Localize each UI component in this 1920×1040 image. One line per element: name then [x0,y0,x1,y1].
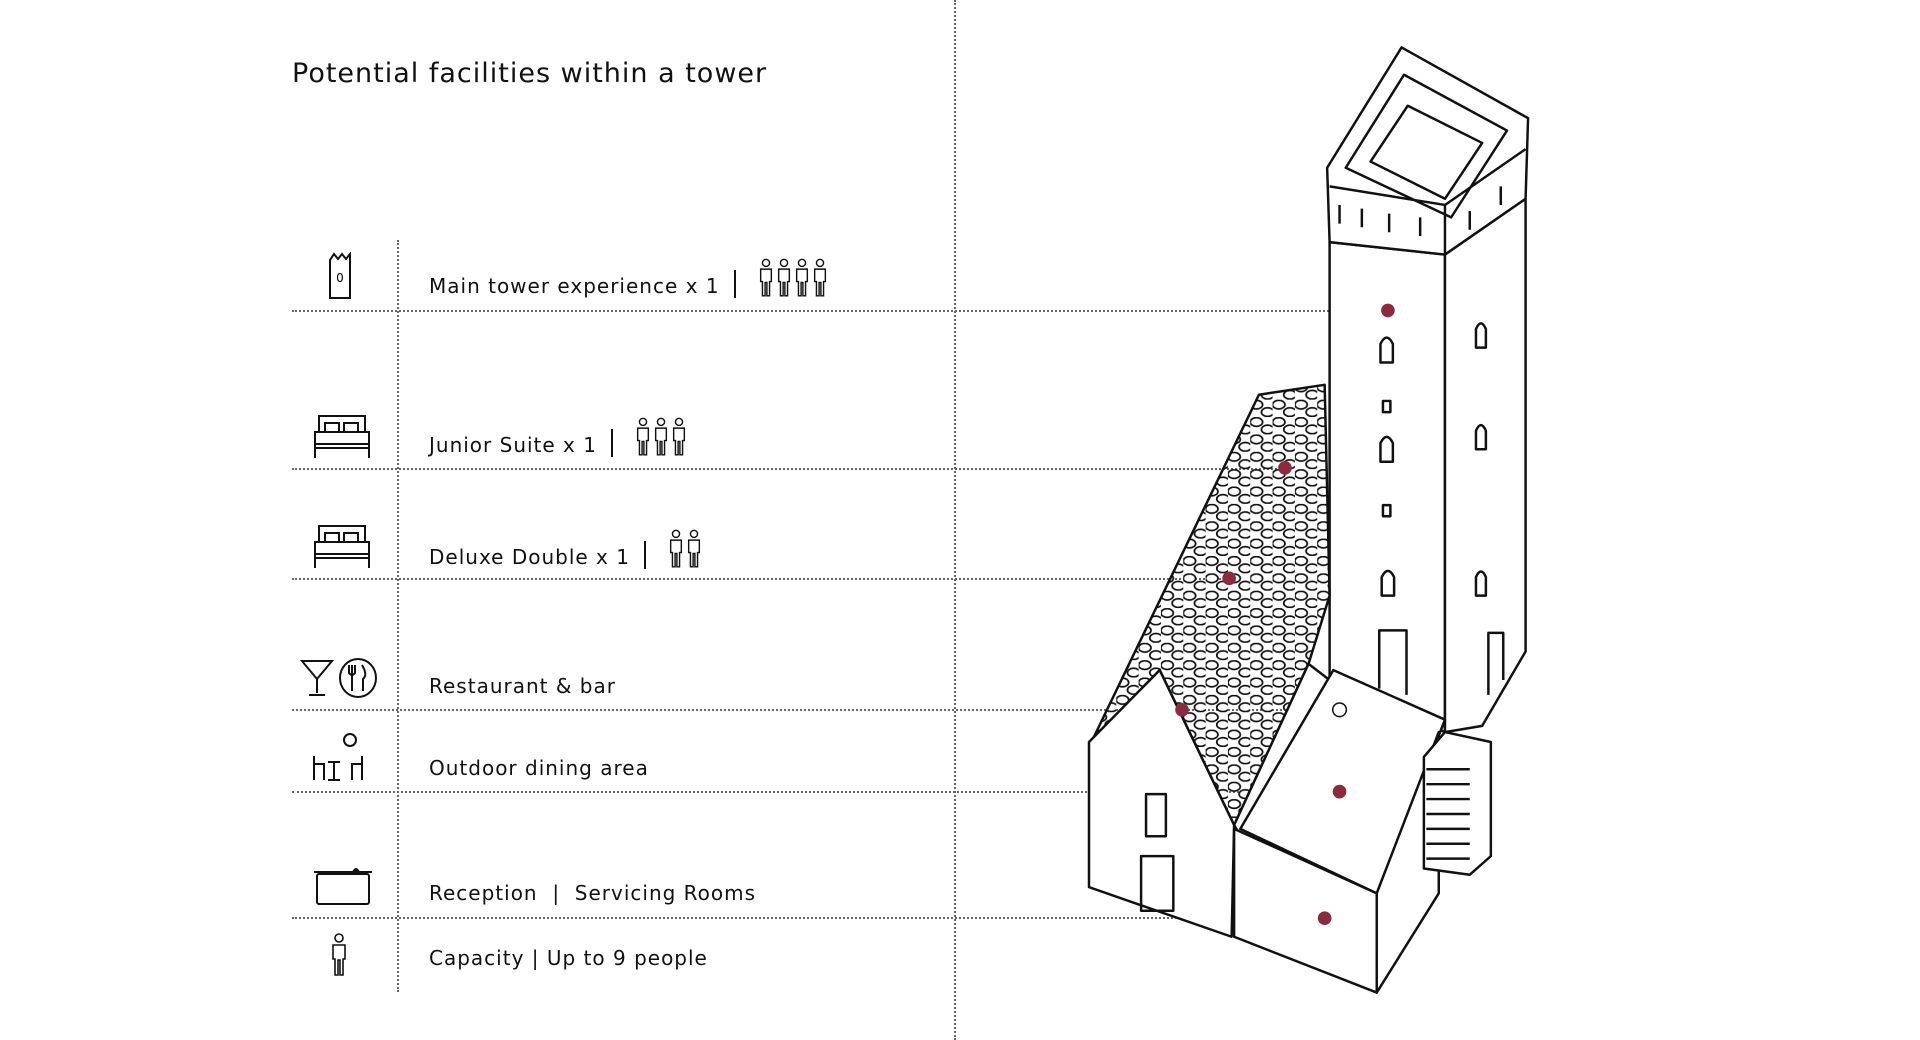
row-label: Outdoor dining area [429,756,649,780]
row-reception: Reception | Servicing Rooms [429,881,756,905]
row-capacity: Capacity | Up to 9 people [429,946,708,970]
annex-gable-wall [1087,668,1236,938]
marker-reception [1317,911,1332,925]
center-divider [954,0,956,1040]
person-icon [794,258,810,298]
person-icon [668,529,684,569]
separator [733,270,736,298]
marker-outdoor-dining [1332,784,1347,799]
person-icon [686,529,702,569]
capacity-persons [758,258,828,298]
person-icon [653,417,669,457]
svg-text:0: 0 [336,271,344,285]
row-label: Junior Suite x 1 [429,433,597,457]
tower-right-face [1443,197,1527,734]
marker-main-tower [1381,303,1395,318]
row-label: Deluxe Double x 1 [429,545,630,569]
row-divider [292,709,1382,711]
row-divider [292,468,1285,470]
row-deluxe-double: Deluxe Double x 1 [429,529,702,569]
separator [643,541,646,569]
row-divider [292,791,1339,793]
person-icon [776,258,792,298]
separator [610,429,613,457]
capacity-persons [668,529,702,569]
person-icon [635,417,651,457]
bed-icon [313,412,371,460]
tower-icon: 0 [328,252,354,300]
row-label: Main tower experience x 1 [429,274,720,298]
capacity-persons [635,417,687,457]
person-icon [812,258,828,298]
row-divider [292,917,1324,919]
row-main-tower: Main tower experience x 1 [429,258,828,298]
bed-icon [313,522,371,570]
outdoor-table-icon [310,730,366,782]
row-divider [292,310,1388,312]
marker-restaurant [1175,702,1189,717]
cocktail-and-cutlery-icon [300,657,380,699]
stairs [1422,730,1493,876]
row-restaurant: Restaurant & bar [429,674,616,698]
person-icon [758,258,774,298]
person-icon [330,933,348,977]
marker-deluxe-double [1222,571,1236,586]
row-label: Capacity | Up to 9 people [429,946,708,970]
row-label: Reception | Servicing Rooms [429,881,757,905]
reception-desk-icon [312,862,374,906]
person-icon [671,417,687,457]
row-label: Restaurant & bar [429,674,616,698]
row-outdoor-dining: Outdoor dining area [429,756,649,780]
page-title: Potential facilities within a tower [292,58,768,89]
marker-outdoor-open [1331,702,1348,718]
row-junior-suite: Junior Suite x 1 [429,417,687,457]
marker-junior-suite [1278,461,1292,475]
column-divider-icons [397,240,399,992]
facility-markers [1175,303,1395,925]
row-divider [292,578,1229,580]
